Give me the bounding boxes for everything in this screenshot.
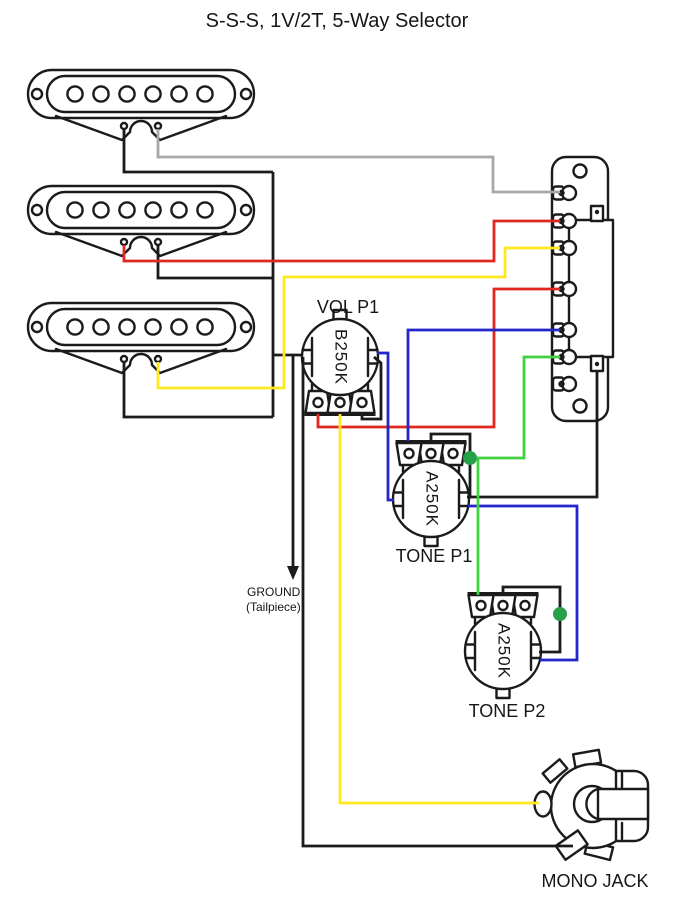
five-way-selector bbox=[550, 155, 615, 423]
neck-pickup bbox=[26, 68, 256, 142]
tone-pot-1: TONE P1 A250K bbox=[393, 442, 472, 566]
signal-wiring bbox=[122, 129, 579, 805]
tone-pot-1-label: TONE P1 bbox=[396, 546, 473, 566]
ground-label-line2: (Tailpiece) bbox=[246, 600, 301, 614]
wire-middle-hot-red bbox=[122, 219, 560, 263]
wire-bridge-hot-yellow bbox=[156, 246, 560, 390]
selector-mount-hole-top bbox=[572, 163, 588, 179]
tone-pot-2: TONE P2 A250K bbox=[465, 594, 545, 721]
wire-selector-to-tone1-blue bbox=[406, 328, 560, 441]
wire-volume-to-jack-sleeve bbox=[301, 357, 573, 848]
selector-tab-bottom-dot bbox=[594, 361, 600, 367]
selector-tab-top-dot bbox=[594, 209, 600, 215]
solder-dot-tone1 bbox=[463, 451, 477, 465]
tone-pot-2-label: TONE P2 bbox=[469, 701, 546, 721]
ground-wiring bbox=[122, 129, 599, 848]
wire-dot-to-tone2-green bbox=[471, 456, 480, 595]
ground-label: GROUND (Tailpiece) bbox=[246, 585, 301, 614]
jack-arm bbox=[596, 787, 650, 821]
solder-dot-tone2 bbox=[553, 607, 567, 621]
tone-pot-2-marking: A250K bbox=[495, 623, 514, 679]
ground-arrowhead bbox=[287, 566, 299, 580]
wire-middle-ground bbox=[156, 245, 273, 280]
wire-neck-hot-gray bbox=[156, 129, 560, 194]
volume-pot-marking: B250K bbox=[332, 329, 351, 385]
selector-lug-7 bbox=[551, 375, 578, 393]
wire-volume-to-jack-tip-yellow bbox=[338, 414, 539, 805]
wire-selector-to-dot-green bbox=[471, 355, 560, 460]
wire-tone1-to-selector-output bbox=[468, 371, 599, 499]
wire-neck-ground bbox=[122, 129, 273, 174]
wire-bridge-ground bbox=[122, 362, 273, 419]
diagram-title: S-S-S, 1V/2T, 5-Way Selector bbox=[206, 10, 469, 32]
bridge-pickup bbox=[26, 301, 256, 375]
volume-pot-label: VOL P1 bbox=[317, 297, 379, 317]
selector-mount-hole-bottom bbox=[572, 398, 588, 414]
wire-volume-to-tone1-casing-blue bbox=[377, 351, 394, 502]
wire-tone2-middle-lug-loop bbox=[501, 585, 562, 654]
wire-tone1-to-tone2-casing-blue bbox=[468, 504, 579, 662]
mono-jack-label: MONO JACK bbox=[541, 871, 648, 891]
volume-pot: VOL P1 B250K bbox=[302, 297, 379, 414]
wire-volume-to-selector-red bbox=[316, 287, 560, 429]
mono-jack: MONO JACK bbox=[533, 748, 650, 891]
wire-volume-lug3-casing-loop bbox=[360, 355, 383, 421]
middle-pickup bbox=[26, 184, 256, 258]
tone-pot-1-marking: A250K bbox=[423, 471, 442, 527]
ground-label-line1: GROUND bbox=[247, 585, 301, 599]
